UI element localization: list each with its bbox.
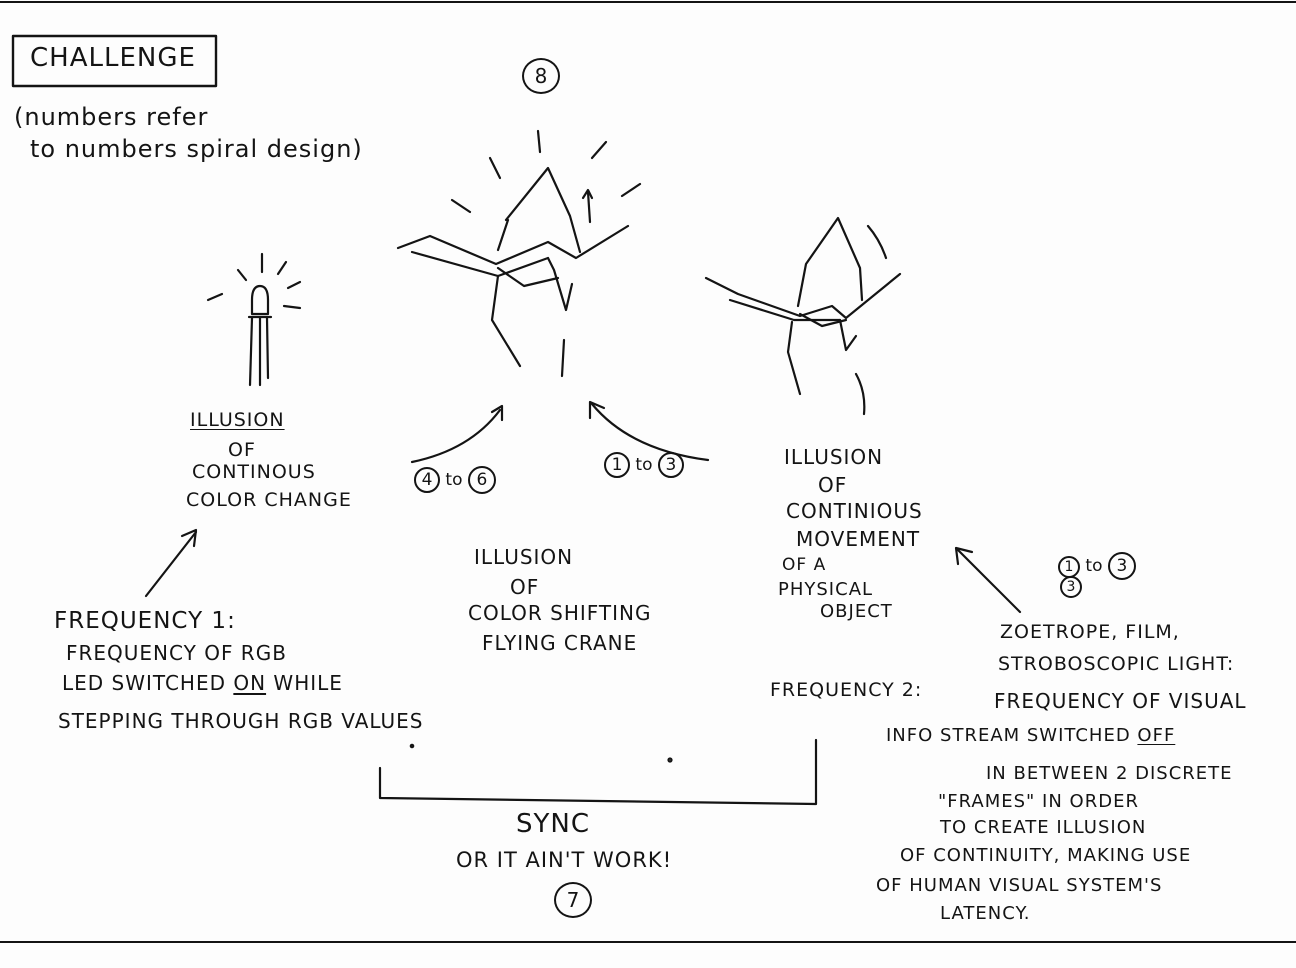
spiral-number: 3 [657,452,684,478]
crane-caption-line-4: FLYING CRANE [482,631,638,655]
sync-bracket [378,738,818,806]
led-icon [206,252,302,387]
range-4-to-6: 4 to 6 [414,466,496,494]
spiral-number: 4 [414,467,440,493]
arrow-freq1 [144,530,198,598]
note-line-1: (numbers refer [14,103,209,131]
freq2-line-5: TO CREATE ILLUSION [940,817,1147,838]
freq1-title: FREQUENCY 1: [54,608,236,634]
arrow-right-to-crane [590,402,710,462]
range-to-word: to [635,455,653,475]
freq1-line-2: LED SWITCHED ON WHILE [62,672,343,695]
led-caption-line-2: OF [228,439,256,461]
led-caption-line-1: ILLUSION [190,409,285,431]
arrow-freq2 [956,548,1022,614]
freq2-line-4: "FRAMES" IN ORDER [938,791,1139,812]
freq2-line-3: IN BETWEEN 2 DISCRETE [986,763,1233,784]
movement-caption-line-6: PHYSICAL [778,579,874,600]
freq2-title: FREQUENCY 2: [770,679,923,701]
freq2-line-6: OF CONTINUITY, MAKING USE [900,845,1192,866]
sync-title: SYNC [516,809,590,839]
spiral-number: 3 [1060,576,1082,598]
ink-dot [667,757,673,763]
led-caption-line-3: CONTINOUS [192,461,316,483]
arrowhead-left [490,404,504,422]
freq2-intro-1: ZOETROPE, FILM, [1000,621,1180,643]
spiral-number: 1 [604,452,630,478]
led-caption-line-4: COLOR CHANGE [186,489,352,511]
crane-caption-line-2: OF [510,575,540,599]
freq2-line-2: INFO STREAM SWITCHED OFF [886,725,1176,747]
range-1-to-3-mid: 1 to 3 [604,452,684,478]
range-to-word: to [445,470,463,490]
arrowhead-right [588,400,606,420]
freq1-line-1: FREQUENCY OF RGB [66,641,287,665]
spiral-number: 3 [1107,552,1136,580]
spiral-number: 6 [467,466,496,494]
ink-dot [409,743,415,749]
freq2-line-2a: INFO STREAM SWITCHED [886,725,1138,746]
range-1-to-3-right: 1 to 3 [1058,552,1136,580]
range-to-word: to [1085,556,1103,576]
movement-caption-line-2: OF [818,473,848,497]
movement-caption-line-3: CONTINIOUS [786,499,923,523]
freq2-intro-2: STROBOSCOPIC LIGHT: [998,653,1235,675]
crane-right-icon [704,216,902,416]
crane-caption-line-1: ILLUSION [474,545,574,569]
movement-caption-line-7: OBJECT [820,601,893,622]
crane-caption-line-3: COLOR SHIFTING [468,601,652,625]
freq1-on-word: ON [233,671,267,695]
crane-center-icon [396,129,642,378]
spiral-number-8: 8 [522,58,560,94]
sync-subtitle: OR IT AIN'T WORK! [456,848,673,872]
movement-caption-line-1: ILLUSION [784,445,884,469]
note-line-2: to numbers spiral design) [30,135,363,163]
spiral-number: 1 [1058,556,1080,578]
movement-caption-line-5: OF A [782,555,827,575]
movement-caption-line-4: MOVEMENT [796,527,921,551]
freq2-line-7: OF HUMAN VISUAL SYSTEM'S [876,875,1163,896]
challenge-box-frame [11,34,218,88]
freq1-line-2c: WHILE [266,671,343,695]
freq2-line-8: LATENCY. [940,903,1031,924]
challenge-title: CHALLENGE [30,43,196,73]
freq1-line-3: STEPPING THROUGH RGB VALUES [58,709,424,733]
arrowhead-freq2 [954,546,974,566]
freq1-line-2a: LED SWITCHED [62,671,234,695]
freq2-off-word: OFF [1137,725,1176,746]
spiral-number-7: 7 [554,882,592,918]
arrow-left-to-crane [410,408,502,464]
arrowhead-freq1 [180,528,198,548]
freq2-line-1: FREQUENCY OF VISUAL [994,689,1247,713]
